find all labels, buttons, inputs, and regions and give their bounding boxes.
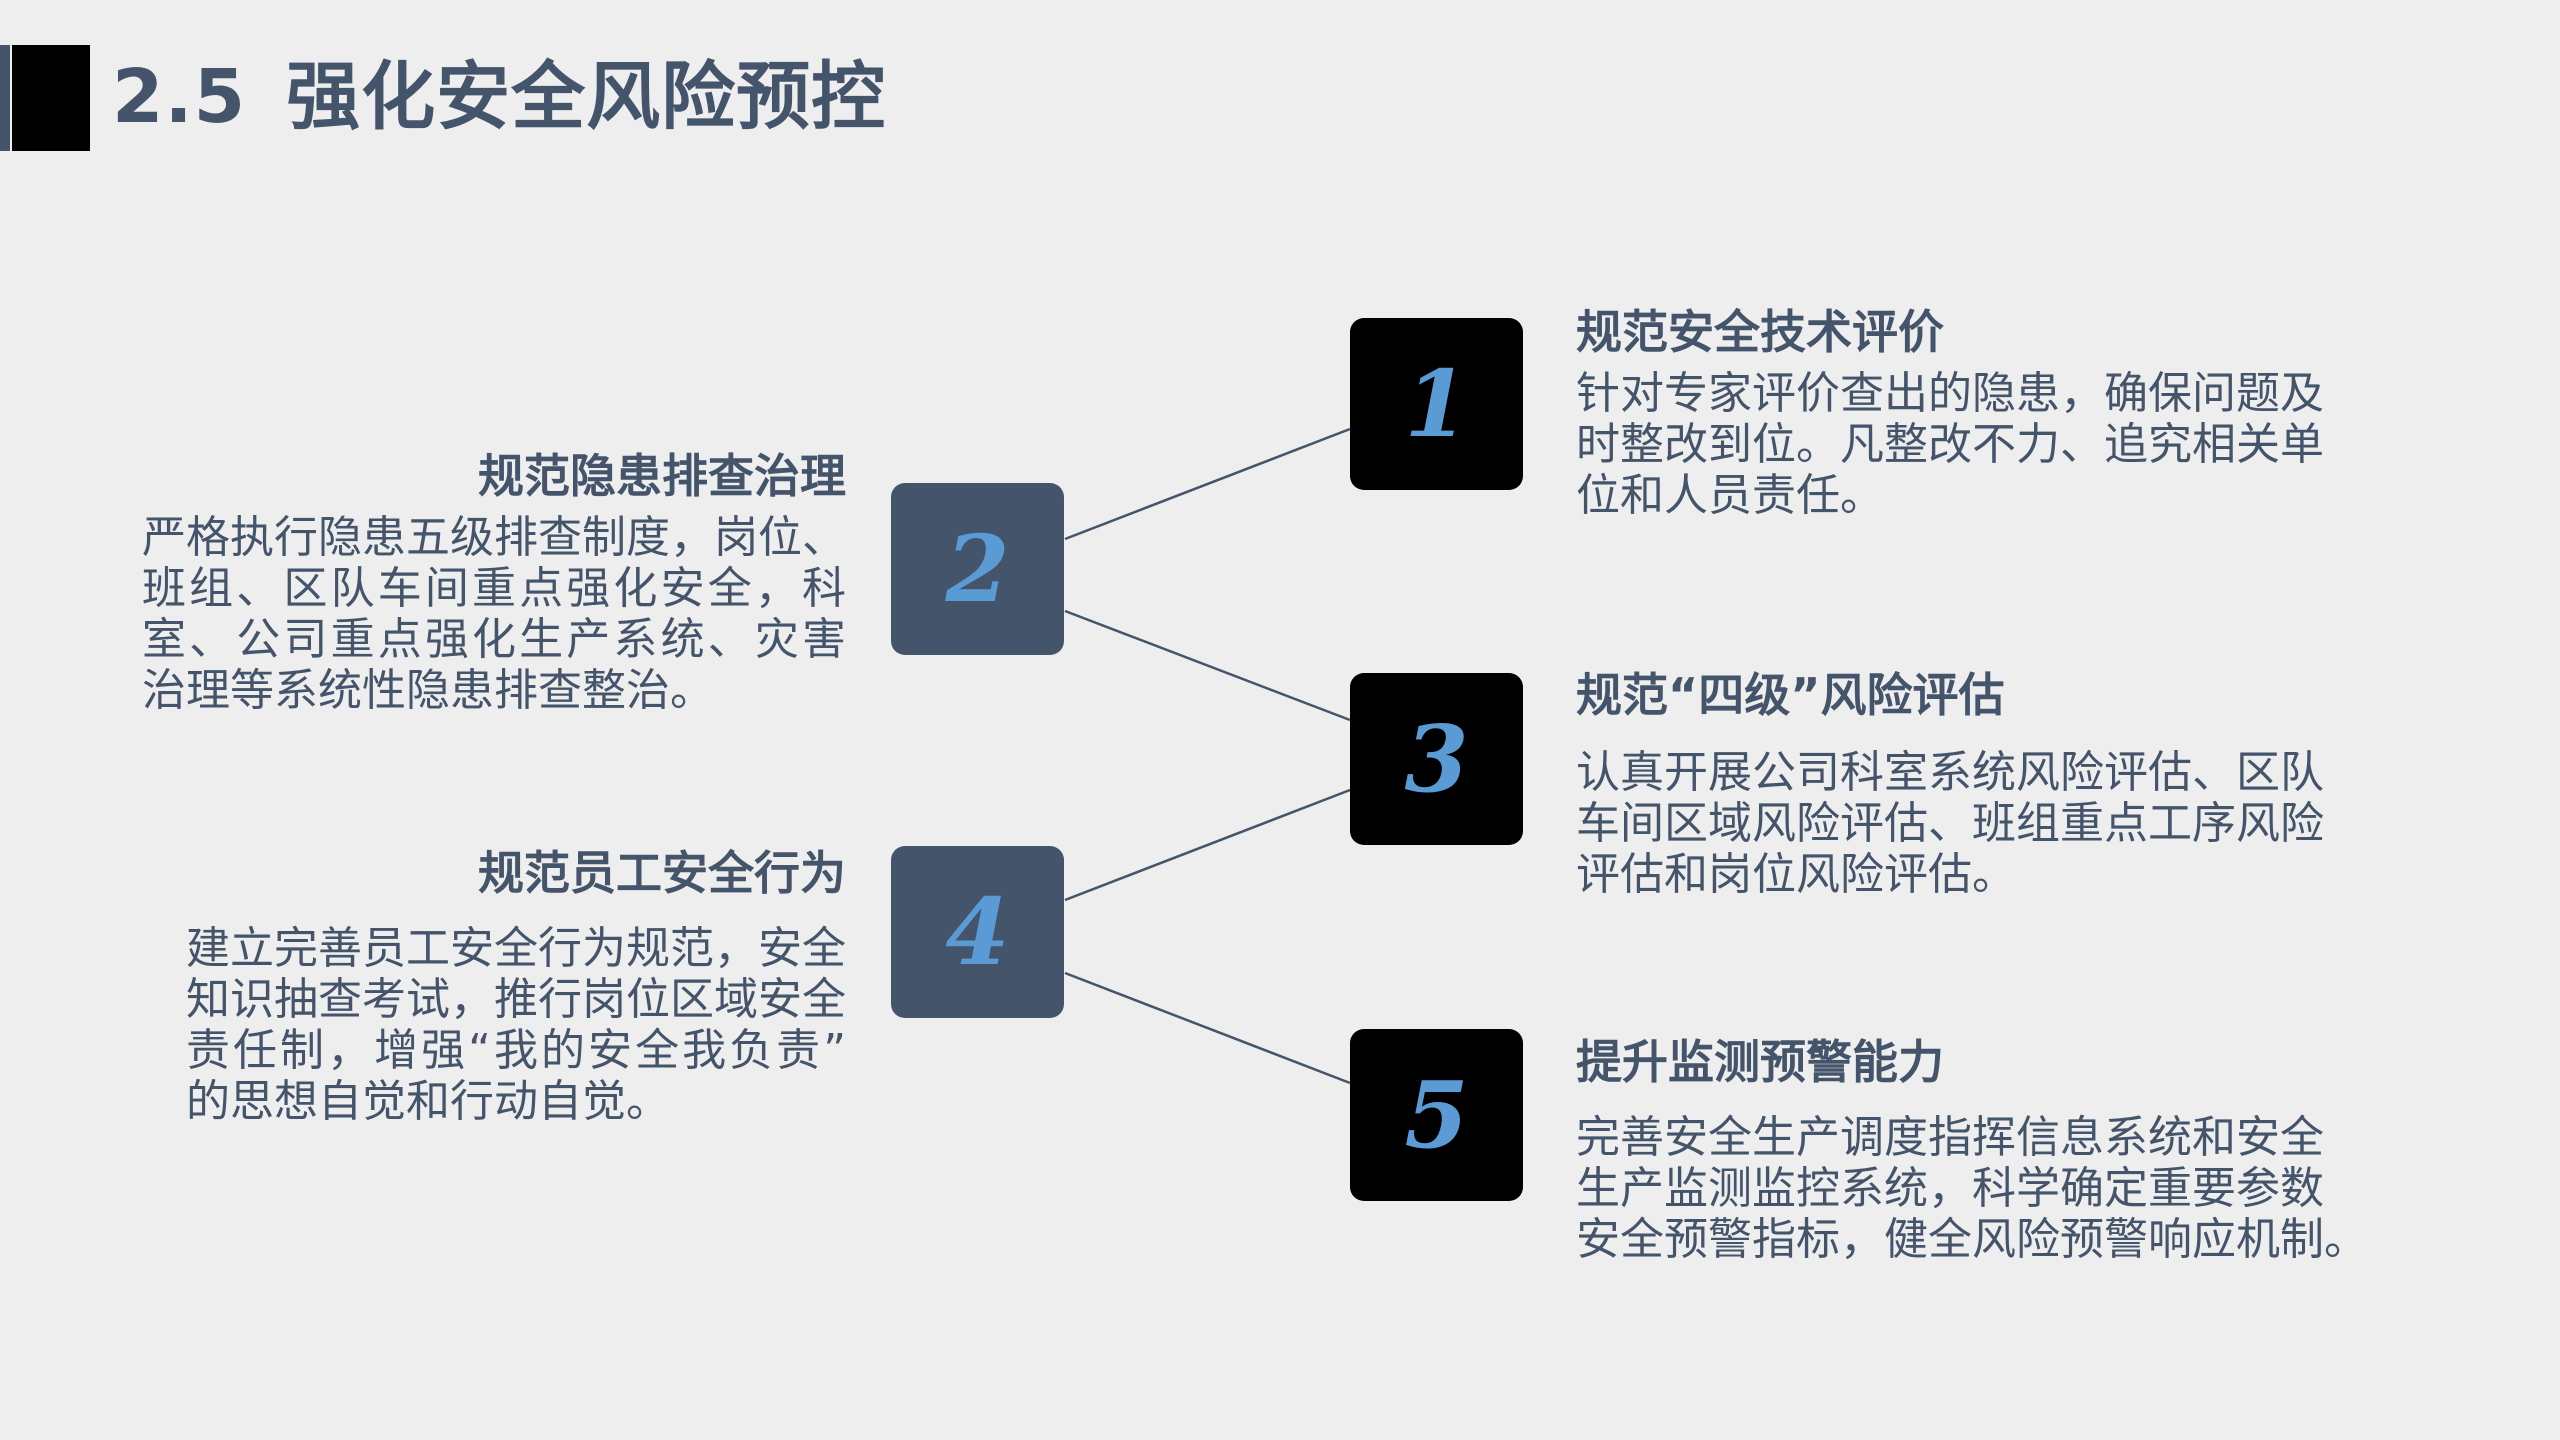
item-5-text: 提升监测预警能力 完善安全生产调度指挥信息系统和安全 生产监测监控系统，科学确定… [1576,1034,2368,1265]
connector-4-3 [1064,788,1351,902]
title-accent-bar [0,45,10,151]
body-line: 建立完善员工安全行为规范，安全 [186,923,846,974]
body-line: 针对专家评价查出的隐患，确保问题及 [1576,368,2324,419]
step-number: 1 [1404,350,1469,458]
item-heading: 提升监测预警能力 [1576,1035,1944,1089]
body-line: 认真开展公司科室系统风险评估、区队 [1576,747,2324,798]
item-body: 建立完善员工安全行为规范，安全 知识抽查考试，推行岗位区域安全 责任制，增强“我… [186,923,846,1127]
body-line: 严格执行隐患五级排查制度，岗位、 [142,512,846,563]
connector-2-3 [1064,609,1351,722]
body-line: 的思想自觉和行动自觉。 [186,1076,670,1127]
step-box-5: 5 [1350,1029,1523,1201]
section-title: 强化安全风险预控 [286,54,887,140]
item-body: 严格执行隐患五级排查制度，岗位、 班组、区队车间重点强化安全，科 室、公司重点强… [142,512,846,716]
body-line: 班组、区队车间重点强化安全，科 [142,563,846,614]
item-1-text: 规范安全技术评价 针对专家评价查出的隐患，确保问题及 时整改到位。凡整改不力、追… [1576,304,2324,521]
section-number: 2.5 [112,54,247,140]
body-line: 治理等系统性隐患排查整治。 [142,665,714,716]
item-heading: 规范安全技术评价 [1576,305,1944,359]
item-heading: 规范隐患排查治理 [478,449,846,503]
body-line: 时整改到位。凡整改不力、追究相关单 [1576,419,2324,470]
item-4-text: 规范员工安全行为 建立完善员工安全行为规范，安全 知识抽查考试，推行岗位区域安全… [186,845,846,1127]
body-line: 责任制，增强“我的安全我负责” [186,1025,846,1076]
item-body: 认真开展公司科室系统风险评估、区队 车间区域风险评估、班组重点工序风险 评估和岗… [1576,747,2324,900]
step-number: 4 [945,878,1010,986]
connector-4-5 [1064,971,1351,1085]
body-line: 安全预警指标，健全风险预警响应机制。 [1576,1214,2368,1265]
step-number: 3 [1404,705,1469,813]
body-line: 生产监测监控系统，科学确定重要参数 [1576,1163,2324,1214]
step-number: 2 [945,515,1010,623]
item-body: 完善安全生产调度指挥信息系统和安全 生产监测监控系统，科学确定重要参数 安全预警… [1576,1112,2368,1265]
page-title: 2.5 强化安全风险预控 [112,52,886,142]
connector-2-1 [1064,427,1351,541]
body-line: 评估和岗位风险评估。 [1576,849,2016,900]
item-heading: 规范员工安全行为 [478,846,846,900]
body-line: 知识抽查考试，推行岗位区域安全 [186,974,846,1025]
step-box-4: 4 [891,846,1064,1018]
item-2-text: 规范隐患排查治理 严格执行隐患五级排查制度，岗位、 班组、区队车间重点强化安全，… [142,448,846,716]
body-line: 车间区域风险评估、班组重点工序风险 [1576,798,2324,849]
step-number: 5 [1404,1061,1469,1169]
step-box-3: 3 [1350,673,1523,845]
body-line: 完善安全生产调度指挥信息系统和安全 [1576,1112,2324,1163]
item-heading: 规范“四级”风险评估 [1576,668,2005,722]
step-box-2: 2 [891,483,1064,655]
item-3-text: 规范“四级”风险评估 认真开展公司科室系统风险评估、区队 车间区域风险评估、班组… [1576,667,2324,900]
body-line: 位和人员责任。 [1576,470,1884,521]
item-body: 针对专家评价查出的隐患，确保问题及 时整改到位。凡整改不力、追究相关单 位和人员… [1576,368,2324,521]
step-box-1: 1 [1350,318,1523,490]
body-line: 室、公司重点强化生产系统、灾害 [142,614,846,665]
title-accent-block [12,45,90,151]
